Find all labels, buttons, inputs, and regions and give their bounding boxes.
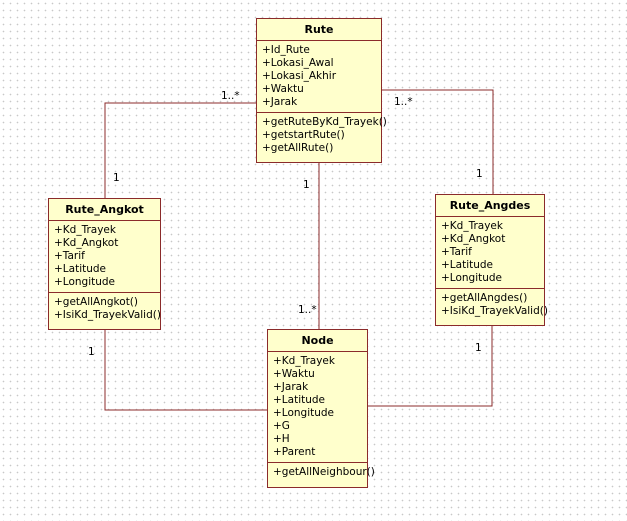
class-node[interactable]: Node +Kd_Trayek +Waktu +Jarak +Latitude … bbox=[267, 329, 375, 488]
class-rute-name: Rute bbox=[257, 19, 381, 41]
operation: +getRuteByKd_Trayek() bbox=[262, 116, 387, 128]
attribute: +Latitude bbox=[441, 259, 494, 271]
attribute: +Waktu bbox=[262, 83, 304, 95]
attribute: +Kd_Trayek bbox=[273, 355, 335, 367]
operation: +getAllAngkot() bbox=[54, 296, 138, 308]
attribute: +G bbox=[273, 420, 290, 432]
attribute: +Kd_Angkot bbox=[441, 233, 506, 245]
attribute: +Kd_Trayek bbox=[441, 220, 503, 232]
multiplicity-label: 1..* bbox=[221, 90, 240, 102]
attribute: +Longitude bbox=[54, 276, 116, 288]
attribute: +Longitude bbox=[441, 272, 503, 284]
class-node-attributes: +Kd_Trayek +Waktu +Jarak +Latitude +Long… bbox=[268, 352, 367, 463]
class-node-operations: +getAllNeighbour() bbox=[268, 463, 375, 482]
attribute: +Lokasi_Awal bbox=[262, 57, 334, 69]
class-rute-angdes-operations: +getAllAngdes() +IsiKd_TrayekValid() bbox=[436, 289, 548, 321]
class-rute[interactable]: Rute +Id_Rute +Lokasi_Awal +Lokasi_Akhir… bbox=[256, 18, 387, 163]
operation: +IsiKd_TrayekValid() bbox=[54, 309, 161, 321]
attribute: +Kd_Trayek bbox=[54, 224, 116, 236]
operation: +getAllRute() bbox=[262, 142, 334, 154]
class-rute-angkot[interactable]: Rute_Angkot +Kd_Trayek +Kd_Angkot +Tarif… bbox=[48, 198, 161, 330]
association-rute-angdes[interactable] bbox=[382, 89, 494, 194]
class-rute-angkot-operations: +getAllAngkot() +IsiKd_TrayekValid() bbox=[49, 293, 161, 325]
class-rute-angkot-attributes: +Kd_Trayek +Kd_Angkot +Tarif +Latitude +… bbox=[49, 221, 160, 293]
attribute: +Latitude bbox=[54, 263, 107, 275]
operation: +getstartRute() bbox=[262, 129, 345, 141]
association-angkot-node[interactable] bbox=[104, 330, 267, 411]
attribute: +Longitude bbox=[273, 407, 335, 419]
class-rute-attributes: +Id_Rute +Lokasi_Awal +Lokasi_Akhir +Wak… bbox=[257, 41, 381, 113]
class-rute-angdes[interactable]: Rute_Angdes +Kd_Trayek +Kd_Angkot +Tarif… bbox=[435, 194, 548, 326]
multiplicity-label: 1..* bbox=[298, 304, 317, 316]
association-angdes-node[interactable] bbox=[368, 326, 493, 407]
attribute: +Lokasi_Akhir bbox=[262, 70, 337, 82]
attribute: +Parent bbox=[273, 446, 316, 458]
attribute: +Tarif bbox=[441, 246, 472, 258]
attribute: +Kd_Angkot bbox=[54, 237, 119, 249]
class-rute-angkot-name: Rute_Angkot bbox=[49, 199, 160, 221]
attribute: +Latitude bbox=[273, 394, 326, 406]
multiplicity-label: 1 bbox=[476, 168, 483, 180]
association-rute-angkot[interactable] bbox=[104, 102, 256, 198]
attribute: +Jarak bbox=[273, 381, 309, 393]
class-rute-operations: +getRuteByKd_Trayek() +getstartRute() +g… bbox=[257, 113, 387, 158]
operation: +getAllAngdes() bbox=[441, 292, 528, 304]
operation: +getAllNeighbour() bbox=[273, 466, 375, 478]
attribute: +Jarak bbox=[262, 96, 298, 108]
attribute: +H bbox=[273, 433, 290, 445]
operation: +IsiKd_TrayekValid() bbox=[441, 305, 548, 317]
attribute: +Tarif bbox=[54, 250, 85, 262]
multiplicity-label: 1 bbox=[113, 172, 120, 184]
class-rute-angdes-attributes: +Kd_Trayek +Kd_Angkot +Tarif +Latitude +… bbox=[436, 217, 544, 289]
multiplicity-label: 1 bbox=[303, 179, 310, 191]
class-node-name: Node bbox=[268, 330, 367, 352]
multiplicity-label: 1..* bbox=[394, 96, 413, 108]
multiplicity-label: 1 bbox=[88, 346, 95, 358]
attribute: +Id_Rute bbox=[262, 44, 310, 56]
multiplicity-label: 1 bbox=[475, 342, 482, 354]
class-rute-angdes-name: Rute_Angdes bbox=[436, 195, 544, 217]
attribute: +Waktu bbox=[273, 368, 315, 380]
